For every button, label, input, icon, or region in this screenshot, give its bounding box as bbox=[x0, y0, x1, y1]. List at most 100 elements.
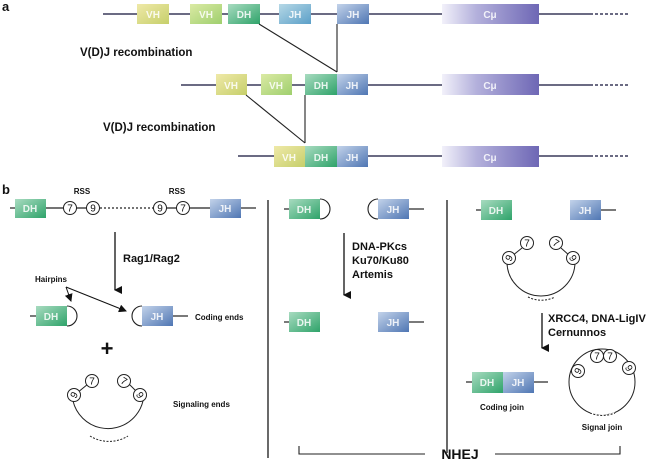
v-segment-label: VH bbox=[269, 81, 283, 92]
plus-sign: + bbox=[101, 336, 114, 361]
hairpin-pointer bbox=[65, 286, 127, 313]
signal-loop-dashed bbox=[527, 296, 556, 301]
rss-heptamer-label: 7 bbox=[89, 377, 95, 388]
rss-nonamer-label: 9 bbox=[157, 204, 163, 215]
rss-nonamer bbox=[86, 201, 100, 215]
j-segment-label: JH bbox=[579, 206, 592, 217]
nhej-bracket: NHEJ bbox=[298, 446, 621, 462]
rss-heptamer bbox=[603, 349, 617, 363]
c-mu-segment bbox=[442, 74, 539, 95]
right-opened-ends: DH JH bbox=[476, 200, 616, 220]
signal-loop bbox=[506, 261, 576, 297]
hairpin-pointer bbox=[64, 286, 73, 302]
v-segment-label: VH bbox=[282, 153, 296, 164]
j-segment bbox=[378, 312, 409, 332]
rss-label-left: RSS bbox=[74, 187, 91, 196]
d-segment-label: DH bbox=[297, 318, 311, 329]
d-segment-label: DH bbox=[314, 81, 328, 92]
v-segment bbox=[190, 4, 222, 24]
rss-nonamer bbox=[571, 364, 585, 378]
j-segment bbox=[210, 199, 241, 218]
rss-heptamer-label: 7 bbox=[550, 238, 561, 251]
d-segment bbox=[15, 199, 46, 218]
signaling-ends: 9 7 7 9 bbox=[67, 374, 147, 442]
enzyme-xrcc4-ligiv: XRCC4, DNA-LigIV bbox=[548, 313, 646, 325]
rss-heptamer bbox=[520, 236, 534, 250]
rss-nonamer-label: 9 bbox=[504, 253, 517, 264]
d-segment-label: DH bbox=[44, 312, 58, 323]
enzyme-cernunnos: Cernunnos bbox=[548, 327, 606, 339]
d-segment bbox=[472, 372, 503, 393]
dj-rearranged-row: VH VH DH JH Cμ bbox=[181, 74, 630, 95]
d-segment-label: DH bbox=[314, 153, 328, 164]
rss-nonamer-label: 9 bbox=[133, 390, 146, 401]
v-segment-label: VH bbox=[146, 10, 160, 21]
coding-end-j: JH bbox=[131, 305, 188, 327]
coding-join-label: Coding join bbox=[480, 403, 524, 412]
c-mu-label: Cμ bbox=[483, 10, 496, 21]
rag-label: Rag1/Rag2 bbox=[123, 253, 180, 265]
signal-loop bbox=[72, 400, 144, 430]
v-segment-label: VH bbox=[224, 81, 238, 92]
rss-nonamer bbox=[67, 388, 81, 402]
bracket-right bbox=[495, 446, 621, 455]
rss-nonamer bbox=[133, 388, 147, 402]
d-segment bbox=[305, 74, 337, 95]
v-segment bbox=[261, 74, 292, 95]
mid-hairpin-j: JH bbox=[367, 198, 424, 220]
d-segment bbox=[305, 146, 337, 167]
j-segment-label: JH bbox=[512, 378, 525, 389]
rss-nonamer bbox=[622, 361, 636, 375]
j-segment-label: JH bbox=[346, 153, 359, 164]
rss-heptamer-label: 7 bbox=[607, 352, 613, 363]
coding-ends-label: Coding ends bbox=[195, 313, 244, 322]
c-mu-label: Cμ bbox=[483, 153, 496, 164]
deletion-line bbox=[245, 94, 306, 144]
d-segment-label: DH bbox=[489, 206, 503, 217]
mid-hairpin-d: DH bbox=[284, 198, 331, 220]
j-segment-label: JH bbox=[387, 205, 400, 216]
rss-heptamer bbox=[63, 201, 77, 215]
rss-nonamer-label: 9 bbox=[69, 390, 82, 401]
hairpins-label: Hairpins bbox=[35, 275, 68, 284]
d-segment-label: DH bbox=[297, 205, 311, 216]
right-signaling-ends: 9 7 7 9 bbox=[502, 236, 580, 301]
rss-heptamer bbox=[117, 374, 131, 388]
rss-nonamer-label: 9 bbox=[566, 253, 579, 264]
signal-join-label: Signal join bbox=[582, 423, 623, 432]
v-segment bbox=[216, 74, 247, 95]
j-segment bbox=[279, 4, 311, 24]
hairpin bbox=[367, 198, 379, 220]
j-segment bbox=[142, 306, 173, 326]
j-segment-label: JH bbox=[289, 10, 302, 21]
recombination-label-2: V(D)J recombination bbox=[103, 122, 215, 134]
rss-nonamer bbox=[502, 251, 516, 265]
rss-label-right: RSS bbox=[169, 187, 186, 196]
j-segment-label: JH bbox=[387, 318, 400, 329]
vdj-rearranged-row: VH DH JH Cμ bbox=[238, 146, 630, 167]
j-segment-label: JH bbox=[151, 312, 164, 323]
j-segment bbox=[337, 4, 369, 24]
rss-heptamer bbox=[176, 201, 190, 215]
rss-nonamer-label: 9 bbox=[90, 204, 96, 215]
rss-heptamer-label: 7 bbox=[118, 376, 129, 389]
rss-nonamer bbox=[566, 251, 580, 265]
j-segment bbox=[503, 372, 534, 393]
j-segment bbox=[337, 74, 368, 95]
signal-loop-dashed bbox=[89, 435, 129, 442]
v-segment bbox=[274, 146, 305, 167]
rss-heptamer-label: 7 bbox=[524, 239, 530, 250]
c-mu-label: Cμ bbox=[483, 81, 496, 92]
j-segment bbox=[378, 199, 409, 219]
rss-nonamer-label: 9 bbox=[573, 366, 586, 377]
c-mu-segment bbox=[442, 4, 539, 24]
d-segment-label: DH bbox=[23, 204, 37, 215]
enzyme-artemis: Artemis bbox=[352, 269, 393, 281]
j-segment-label: JH bbox=[346, 81, 359, 92]
d-segment bbox=[36, 306, 67, 326]
hairpin bbox=[66, 305, 78, 327]
nhej-label: NHEJ bbox=[441, 446, 478, 462]
signaling-ends-label: Signaling ends bbox=[173, 400, 230, 409]
j-segment bbox=[337, 146, 368, 167]
germline-row: VH VH DH JH JH Cμ bbox=[103, 4, 630, 24]
